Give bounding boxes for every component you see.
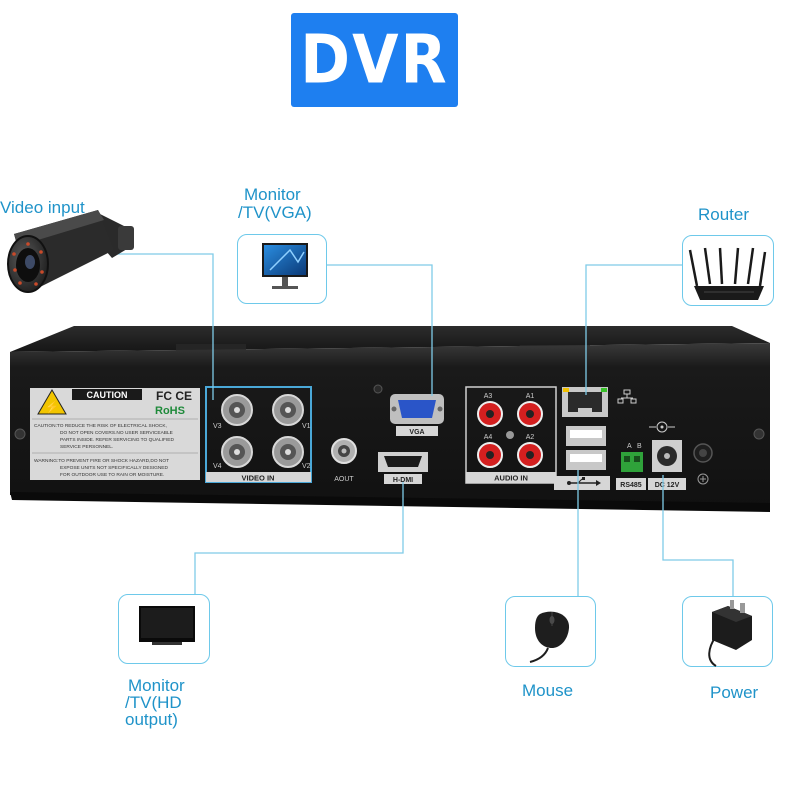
label-v2: V2: [302, 463, 311, 470]
video-in-label: VIDEO IN: [242, 474, 275, 483]
label-monitor-vga-1: Monitor: [244, 185, 301, 204]
warning-line-2: EXPOSE UNITS NOT SPECIFICALLY DESIGNED: [60, 465, 168, 471]
label-a2: A2: [526, 434, 535, 441]
usb-port-1: [566, 426, 606, 446]
warning-line-1: WARNING:TO PREVENT FIRE OR SHOCK HAZARD,…: [34, 458, 169, 464]
audio-screw: [506, 431, 514, 439]
label-mouse: Mouse: [522, 681, 574, 700]
audio-in-label: AUDIO IN: [494, 474, 528, 483]
vga-label: VGA: [409, 429, 424, 436]
line-router-ethernet: [585, 264, 682, 395]
vga-monitor-box: [237, 234, 327, 304]
rohs-mark: RoHS: [155, 405, 185, 417]
label-monitor-vga-2: /TV(VGA): [238, 203, 312, 222]
label-v1: V1: [302, 423, 311, 430]
warning-triangle-icon: [37, 389, 67, 415]
ground-screw: [693, 443, 713, 463]
caution-line-1: CAUTION:TO REDUCE THE RISK OF ELECTRICAL…: [34, 423, 167, 429]
line-hdmi-monitor: [194, 482, 404, 594]
rca-a2: [517, 442, 543, 468]
lightning-glyph: ⚡: [45, 400, 60, 414]
hdmi-label-bg: [384, 474, 422, 484]
ethernet-port: [562, 387, 608, 417]
aout-jack: [331, 438, 357, 464]
label-router: Router: [698, 205, 750, 224]
dc-power-jack: [652, 440, 682, 472]
label-video-input: Video input: [0, 198, 85, 217]
vga-label-bg: [396, 426, 438, 436]
line-camera-video-in: [112, 253, 214, 400]
power-adapter-icon: [708, 600, 752, 667]
caution-title: CAUTION: [87, 390, 128, 400]
usb-symbol-icon: [567, 477, 601, 486]
label-monitor-hd-2: /TV(HD: [125, 693, 182, 712]
network-symbol-icon: [617, 389, 637, 404]
label-v4: V4: [213, 463, 222, 470]
rs485-label-bg: [616, 478, 646, 490]
caution-line-3: PARTS INSIDE. REFER SERVICING TO QUALIFI…: [60, 437, 174, 443]
hdmi-label: H-DMI: [393, 477, 413, 484]
rca-a1: [517, 401, 543, 427]
label-v3: V3: [213, 423, 222, 430]
mouse-icon: [529, 611, 570, 663]
label-monitor-hd-1: Monitor: [128, 676, 185, 695]
title-badge: DVR: [291, 13, 458, 107]
title: DVR: [300, 20, 449, 100]
rca-a4: [477, 442, 503, 468]
vga-port: [390, 394, 444, 424]
bnc-v2: [272, 436, 304, 468]
dvr-unit: ⚡ CAUTION FC CE RoHS CAUTION:TO REDUCE T…: [10, 326, 770, 512]
screw-left: [14, 428, 26, 440]
label-power: Power: [710, 683, 759, 702]
dvr-bottom-edge: [10, 492, 770, 512]
connector-lines: [112, 253, 734, 596]
router-icon: [688, 247, 767, 300]
audio-in-label-bg: [466, 472, 556, 483]
aout-label: AOUT: [334, 476, 354, 483]
rca-a3: [477, 401, 503, 427]
camera-icon: [7, 210, 134, 293]
label-a1: A1: [526, 393, 535, 400]
bnc-v1: [272, 394, 304, 426]
dc12v-label: DC 12V: [655, 482, 680, 489]
caution-header-bg: [72, 389, 142, 400]
video-in-label-bg: [206, 472, 311, 482]
dc12v-label-bg: [648, 478, 686, 490]
polarity-symbol-icon: [649, 421, 675, 433]
line-dc-power: [662, 475, 734, 596]
vga-monitor-icon: [262, 243, 308, 289]
label-a4: A4: [484, 434, 493, 441]
warning-line-3: FOR OUTDOOR USE TO RAIN OR MOISTURE.: [60, 472, 164, 478]
caution-line-4: SERVICE PERSONNEL.: [60, 444, 113, 450]
fcc-ce-mark: FC CE: [156, 389, 192, 403]
bnc-v4: [221, 436, 253, 468]
bnc-v3: [221, 394, 253, 426]
usb-port-2: [566, 450, 606, 470]
rs485-a-label: A: [627, 443, 632, 450]
label-a3: A3: [484, 393, 493, 400]
ground-symbol-icon: [697, 473, 709, 485]
rs485-label: RS485: [620, 482, 642, 489]
rs485-b-label: B: [637, 443, 642, 450]
label-monitor-hd-3: output): [125, 710, 178, 729]
screw-right: [753, 428, 765, 440]
hd-monitor-icon: [139, 606, 195, 645]
line-vga-monitor: [327, 264, 433, 396]
screw-center: [373, 384, 383, 394]
caution-line-2: DO NOT OPEN COVERS.NO USER SERVICEABLE: [60, 430, 173, 436]
rs485-terminal: [621, 452, 643, 472]
hdmi-port: [378, 452, 428, 472]
